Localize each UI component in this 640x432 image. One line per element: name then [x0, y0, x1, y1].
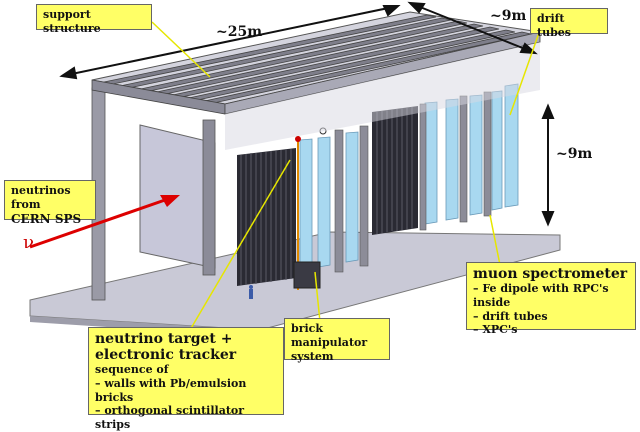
neutrino-target-title-line2: electronic tracker — [95, 347, 237, 364]
brick-manipulator-line2: system — [291, 349, 334, 363]
list-item: – walls with Pb/emulsion bricks — [95, 376, 247, 404]
muon-spectrometer-title: muon spectrometer — [473, 266, 628, 282]
detector-illustration — [29, 1, 561, 337]
height-dimension-label: ~9m — [556, 146, 593, 162]
roof-beams — [91, 11, 541, 150]
muon-spectrometer-callout: muon spectrometer – Fe dipole with RPC's… — [466, 262, 636, 336]
drift-tubes-label: drift tubes — [537, 12, 571, 39]
support-structure-label: support structure — [43, 8, 101, 35]
drift-tubes-callout: drift tubes — [530, 8, 608, 39]
dimension-arrows — [59, 1, 555, 227]
neutrino-target-callout: neutrino target + electronic tracker seq… — [88, 327, 284, 431]
list-item: – drift tubes — [473, 309, 548, 323]
neutrinos-source-callout: neutrinos from CERN SPS — [4, 180, 96, 226]
support-structure-callout: support structure — [36, 4, 152, 35]
brick-manipulator-callout: brick manipulator system — [284, 318, 390, 363]
target-walls — [237, 106, 418, 286]
muon-spectrometer-list: – Fe dipole with RPC's inside – drift tu… — [473, 282, 629, 337]
list-item: – XPC's — [473, 323, 518, 337]
neutrinos-from-label: neutrinos from — [11, 184, 71, 211]
person-figure — [249, 285, 253, 299]
spectrometer-panels — [299, 83, 519, 271]
neutrino-target-subtitle: sequence of — [95, 363, 169, 377]
support-pillar-mid — [202, 119, 216, 276]
width-dimension-label: ~9m — [490, 8, 527, 24]
length-dimension-label: ~25m — [216, 24, 263, 40]
list-item: – Fe dipole with RPC's inside — [473, 282, 609, 309]
beam-arrow — [29, 195, 180, 249]
cern-sps-label: CERN SPS — [11, 211, 82, 226]
neutrino-target-list: – walls with Pb/emulsion bricks – orthog… — [95, 377, 277, 432]
neutrino-target-title-line1: neutrino target + — [95, 331, 233, 347]
list-item: – orthogonal scintillator strips — [95, 404, 245, 432]
nu-symbol: ν — [23, 232, 34, 253]
brick-manipulator-line1: brick manipulator — [291, 322, 368, 349]
leader-lines — [151, 21, 541, 331]
